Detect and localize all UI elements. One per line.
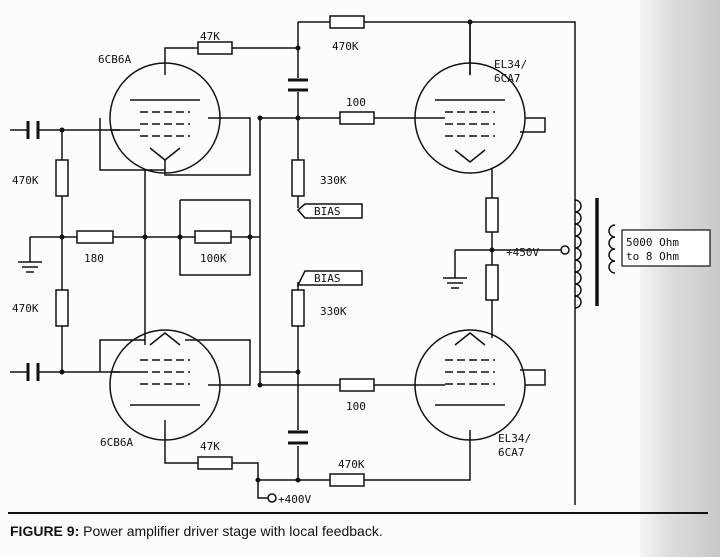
resistor-47k-bottom <box>197 456 233 470</box>
resistor-100-bottom <box>339 378 375 392</box>
junctions <box>59 19 495 483</box>
driver-tube-top <box>109 62 221 174</box>
resistor-330k-top <box>291 159 305 197</box>
label-180: 180 <box>84 252 104 265</box>
ground-left <box>18 261 42 273</box>
tube-label-output-bottom: EL34/6CA7 <box>498 432 531 459</box>
ground-symbols <box>18 261 467 289</box>
terminal-450v <box>560 245 570 255</box>
schematic-diagram: 6CB6A 6CB6A EL34/6CA7 EL34/6CA7 47K 470K… <box>10 15 711 506</box>
resistor-100-top <box>339 111 375 125</box>
label-100k: 100K <box>200 252 227 265</box>
output-tube-top <box>414 62 526 174</box>
resistor-cathode-top <box>485 197 499 233</box>
resistor-330k-bottom <box>291 289 305 327</box>
output-tube-bottom <box>414 329 526 441</box>
label-330k-bottom: 330K <box>320 305 347 318</box>
figure-caption: FIGURE 9: Power amplifier driver stage w… <box>10 523 383 539</box>
ground-right <box>443 277 467 289</box>
tube-labels: 6CB6A 6CB6A EL34/6CA7 EL34/6CA7 <box>98 53 531 459</box>
resistor-100k <box>194 230 232 244</box>
resistor-470k-left-bottom <box>55 289 69 327</box>
resistor-180 <box>76 230 114 244</box>
resistor-470k-left-top <box>55 159 69 197</box>
caption-rule <box>8 512 708 514</box>
resistor-470k-top <box>329 15 365 29</box>
label-330k-top: 330K <box>320 174 347 187</box>
label-supply-450v: +450V <box>506 246 539 259</box>
resistor-cathode-bottom <box>485 264 499 301</box>
caption-prefix: FIGURE 9: <box>10 523 80 539</box>
label-470k-top: 470K <box>332 40 359 53</box>
label-supply-400v: +400V <box>278 493 311 506</box>
label-470k-left-bottom: 470K <box>12 302 39 315</box>
terminal-400v <box>267 493 277 503</box>
output-transformer <box>574 198 711 309</box>
label-100-bottom: 100 <box>346 400 366 413</box>
bias-tag-bottom <box>296 270 363 286</box>
label-470k-bottom: 470K <box>338 458 365 471</box>
label-bias-bottom: BIAS <box>314 272 341 285</box>
resistor-470k-bottom <box>329 473 365 487</box>
tube-label-output-top: EL34/6CA7 <box>494 58 527 85</box>
label-bias-top: BIAS <box>314 205 341 218</box>
caption-text: Power amplifier driver stage with local … <box>83 523 383 539</box>
driver-tube-bottom <box>109 329 221 441</box>
label-100-top: 100 <box>346 96 366 109</box>
component-labels: 47K 470K 100 470K 180 100K 470K 330K 330… <box>12 30 679 506</box>
tube-label-driver-top: 6CB6A <box>98 53 131 66</box>
label-47k-bottom: 47K <box>200 440 220 453</box>
scan-shadow-edge <box>640 0 720 557</box>
resistor-47k-top <box>197 41 233 55</box>
capacitors <box>26 78 308 445</box>
resistors <box>55 15 499 487</box>
bias-tags <box>296 203 363 286</box>
label-470k-left-top: 470K <box>12 174 39 187</box>
tube-label-driver-bottom: 6CB6A <box>100 436 133 449</box>
label-47k-top: 47K <box>200 30 220 43</box>
bias-tag-top <box>296 203 363 219</box>
